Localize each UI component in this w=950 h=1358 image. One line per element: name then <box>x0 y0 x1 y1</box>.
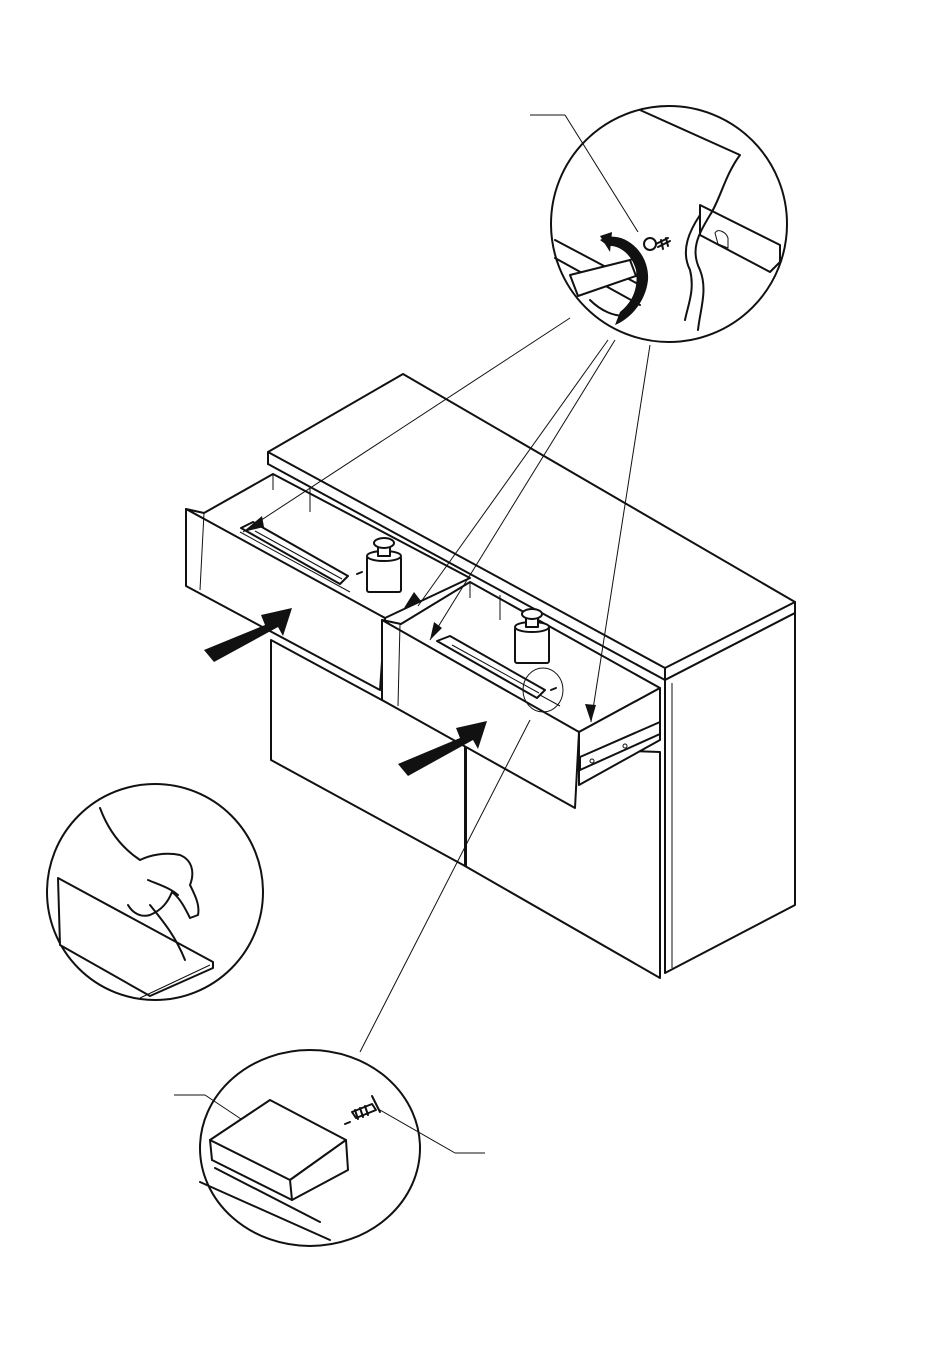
peel-protective-film-detail <box>47 784 263 1000</box>
